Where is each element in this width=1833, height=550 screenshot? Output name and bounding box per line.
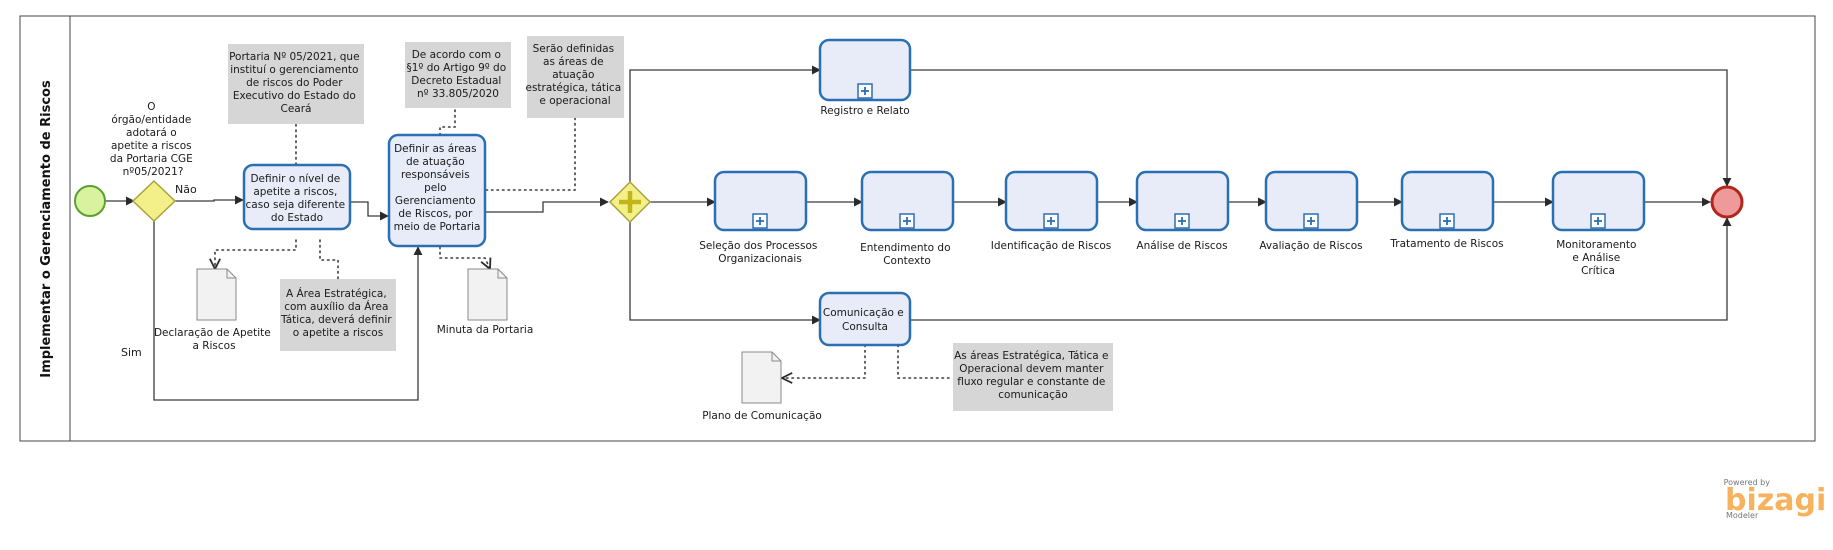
- task-comunicacao-label: Comunicação e Consulta: [823, 307, 907, 333]
- sequence-flows: [105, 65, 1732, 401]
- annotation-area-estrategica-text: A Área Estratégica, com auxílio da Área …: [280, 287, 395, 339]
- bizagi-logo: Powered by bizagi Modeler: [1724, 478, 1827, 520]
- flow-label-yes: Sim: [121, 346, 142, 359]
- task-definir-areas-atuacao[interactable]: [387, 133, 487, 248]
- subprocess-registro-relato[interactable]: [818, 38, 912, 102]
- task-comunicacao-consulta[interactable]: [818, 291, 912, 347]
- subprocess-tratamento-label: Tratamento de Riscos: [1389, 238, 1503, 250]
- subprocess-analise-riscos[interactable]: [1135, 170, 1230, 232]
- logo-product: Modeler: [1726, 511, 1759, 520]
- subprocess-identificacao-riscos[interactable]: [1004, 170, 1099, 232]
- annotation-areas-text: Serão definidas as áreas de atuação estr…: [526, 43, 625, 107]
- subprocess-registro-label: Registro e Relato: [820, 105, 909, 117]
- annotation-portaria-text: Portaria Nº 05/2021, que instituí o gere…: [229, 51, 363, 115]
- document-declaracao-label: Declaração de Apetite a Riscos: [154, 327, 274, 352]
- subprocess-avaliacao-riscos[interactable]: [1264, 170, 1359, 232]
- annotation-artigo-text: De acordo com o §1º do Artigo 9º do Decr…: [406, 49, 509, 100]
- task-definir-nivel-label: Definir o nível de apetite a riscos, cas…: [246, 173, 349, 224]
- annotation-portaria: [228, 44, 364, 124]
- associations: [215, 107, 954, 378]
- annotation-area-estrategica: [280, 279, 396, 351]
- document-plano-label: Plano de Comunicação: [702, 410, 822, 422]
- subprocess-tratamento-riscos[interactable]: [1400, 170, 1495, 232]
- subprocess-avaliacao-label: Avaliação de Riscos: [1259, 240, 1362, 252]
- start-event[interactable]: [74, 185, 106, 217]
- logo-brand: bizagi: [1725, 483, 1826, 518]
- pool-label: Implementar o Gerenciamento de Riscos: [39, 80, 54, 378]
- annotation-fluxo-text: As áreas Estratégica, Tática e Operacion…: [954, 350, 1112, 401]
- document-icon: [741, 351, 782, 404]
- end-event[interactable]: [1710, 185, 1744, 219]
- subprocess-analise-label: Análise de Riscos: [1136, 240, 1227, 252]
- subprocess-identificacao-label: Identificação de Riscos: [991, 240, 1112, 252]
- task-definir-areas-label: Definir as áreas de atuação responsáveis…: [394, 143, 481, 233]
- subprocess-entendimento-label: Entendimento do Contexto: [860, 242, 954, 267]
- subprocess-entendimento-contexto[interactable]: [860, 170, 955, 232]
- annotation-fluxo-comunicacao: [953, 343, 1113, 411]
- plus-icon: [619, 191, 641, 213]
- subprocess-monitoramento[interactable]: [1551, 170, 1646, 232]
- document-minuta-label: Minuta da Portaria: [437, 324, 534, 336]
- exclusive-gateway[interactable]: [131, 179, 177, 223]
- gateway-question: O órgão/entidade adotará o apetite a ris…: [110, 101, 196, 178]
- flow-label-no: Não: [175, 183, 197, 196]
- task-definir-nivel-apetite[interactable]: [242, 163, 352, 231]
- subprocess-selecao-processos[interactable]: [713, 170, 808, 232]
- document-icon: [467, 268, 508, 321]
- subprocess-monitoramento-label: Monitoramento e Análise Crítica: [1556, 239, 1640, 277]
- annotation-areas: [527, 36, 624, 118]
- subprocess-selecao-label: Seleção dos Processos Organizacionais: [699, 240, 820, 265]
- document-icon: [196, 268, 237, 321]
- annotation-artigo: [405, 42, 511, 108]
- logo-powered-by: Powered by: [1724, 478, 1771, 487]
